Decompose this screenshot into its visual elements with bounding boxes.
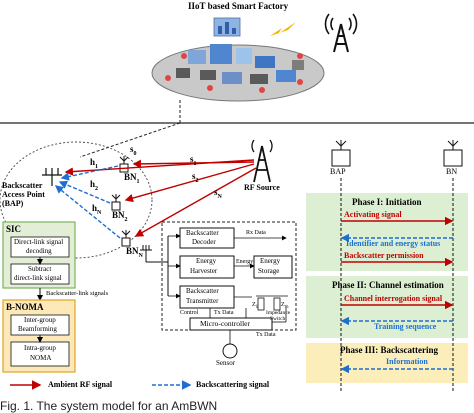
sic-item1-l2: decoding (26, 247, 52, 255)
msg-permission: Backscatter permission (344, 251, 424, 260)
tx-data-label-1: Tx Data (214, 310, 234, 316)
bn1-node-icon (119, 156, 129, 173)
impedance-l2: Switch (270, 316, 286, 322)
msg-interrogation: Channel interrogation signal (344, 294, 443, 303)
device-wiring (168, 233, 287, 344)
backscatter-link-label: Backscatter-link signals (46, 290, 109, 297)
label-sN: sN (214, 187, 222, 200)
sensor-icon (222, 343, 238, 359)
bap-label-2: Access Point (2, 190, 45, 199)
harvester-l2: Harvester (190, 267, 218, 275)
sic-item2-l1: Subtract (28, 265, 52, 273)
label-s0: s0 (130, 144, 137, 157)
decoder-l2: Decoder (192, 238, 216, 246)
phase3-title: Phase III: Backscattering (340, 345, 438, 355)
msg-activating: Activating signal (344, 210, 402, 219)
harvester-l1: Energy (196, 257, 217, 265)
transmitter-l1: Backscatter (186, 287, 219, 295)
sensor-label: Sensor (216, 359, 236, 367)
phase2-title: Phase II: Channel estimation (332, 280, 444, 290)
label-bnN: BNN (126, 246, 143, 259)
storage-l1: Energy (260, 257, 281, 265)
label-s1: s1 (190, 154, 197, 167)
bnN-node-icon (121, 230, 131, 247)
energy-arrow-label: Energy (236, 259, 254, 265)
storage-l2: Storage (258, 267, 280, 275)
bap-coverage-area (0, 141, 153, 259)
msg-identifier: Identifier and energy status (346, 239, 441, 248)
sic-item1-l1: Direct-link signal (14, 238, 64, 246)
impedance-icon (256, 295, 288, 311)
rf-source-label: RF Source (244, 183, 280, 192)
bn2-node-icon (111, 194, 121, 211)
rx-data-label: Rx Data (246, 230, 266, 236)
device-antenna-icon (140, 236, 169, 296)
legend-ambient: Ambient RF signal (48, 380, 113, 389)
label-bn1: BN1 (124, 172, 140, 185)
bnoma-item2-l2: NOMA (30, 354, 52, 362)
bnoma-title: B-NOMA (6, 302, 44, 312)
tx-data-label-2: Tx Data (256, 332, 276, 338)
legend-backscattering: Backscattering signal (196, 380, 270, 389)
bap-link-dashed (79, 122, 181, 158)
device-boundary (161, 221, 297, 331)
msg-information: Information (386, 357, 428, 366)
control-label: Control (180, 310, 199, 316)
bap-head (331, 149, 351, 167)
zm-label: Zm (281, 302, 289, 311)
microcontroller-label: Micro-controller (200, 319, 250, 328)
bn-head-label: BN (446, 167, 458, 176)
sic-item2-l2: direct-link signal (14, 274, 62, 282)
factory-illustration (151, 17, 325, 102)
label-bn2: BN2 (112, 210, 128, 223)
bap-label-3: (BAP) (2, 199, 24, 208)
phase2-band (306, 276, 468, 338)
bap-antenna-icon (42, 168, 62, 186)
msg-training: Training sequence (374, 322, 437, 331)
factory-title: IIoT based Smart Factory (188, 1, 289, 11)
bap-head-label: BAP (330, 167, 346, 176)
label-hN: hN (92, 203, 102, 216)
phase3-band (306, 343, 468, 383)
figure-caption: Fig. 1. The system model for an AmBWN (0, 399, 218, 413)
transmitter-l2: Transmitter (186, 297, 219, 305)
lightning-icon (270, 22, 296, 36)
sic-title: SIC (6, 224, 22, 234)
label-h2: h2 (90, 179, 99, 192)
bnoma-item1-l1: Inter-group (24, 316, 56, 324)
phase1-title: Phase I: Initiation (352, 197, 422, 207)
label-s2: s2 (192, 171, 199, 184)
bap-label-1: Backscatter (2, 181, 43, 190)
cell-tower-icon (324, 13, 358, 53)
bnoma-item1-l2: Beamforming (18, 325, 57, 333)
z1-label: Z1 (252, 302, 259, 311)
phase1-band (306, 193, 468, 271)
label-h1: h1 (90, 157, 99, 170)
impedance-l1: Impedance (266, 310, 291, 316)
microcontroller-box (189, 317, 273, 331)
bn-head (443, 149, 463, 167)
rf-tower-icon (251, 139, 273, 183)
sequence-messages (340, 216, 454, 374)
backscatter-arrows (54, 165, 121, 239)
decoder-l1: Backscatter (186, 229, 219, 237)
bnoma-item2-l1: Intra-group (24, 344, 56, 352)
